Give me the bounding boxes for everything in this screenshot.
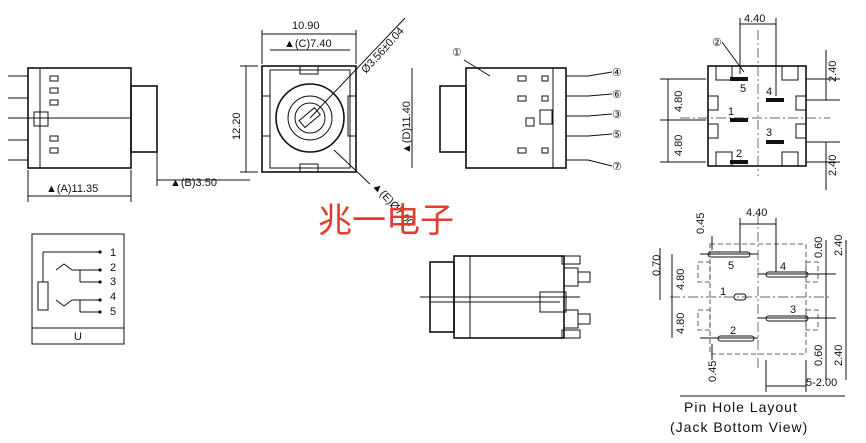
phl-dim-top: 4.40	[746, 207, 767, 219]
schematic: 1 2 3 4 5 U	[31, 233, 125, 345]
phl-dim-480-top: 4.80	[675, 269, 687, 290]
dim-c: ▲(C)7.40	[284, 38, 332, 50]
bv-pin-1: 1	[728, 106, 734, 118]
phl-dim-480-bottom: 4.80	[675, 313, 687, 334]
pin-callout-7: ⑦	[612, 161, 622, 173]
callout-1: ①	[452, 47, 462, 59]
bv-dim-left-bottom: 4.80	[673, 135, 685, 156]
schematic-pin-5: 5	[110, 306, 116, 318]
phl-dim-045-top: 0.45	[695, 213, 707, 234]
phl-pin-2: 2	[730, 325, 736, 337]
watermark-text: 兆一电子	[318, 202, 454, 240]
dim-a: ▲(A)11.35	[46, 183, 98, 195]
phl-dim-070: 0.70	[651, 255, 663, 276]
schematic-pin-4: 4	[110, 291, 116, 303]
pin-callout-4: ④	[612, 67, 622, 79]
bv-dim-right-top: 2.40	[827, 61, 839, 82]
phl-pin-1: 1	[720, 286, 726, 298]
phl-subtitle: (Jack Bottom View)	[670, 419, 808, 435]
dim-d: ▲(D)11.40	[401, 101, 413, 154]
callout-2: ②	[712, 37, 722, 49]
phl-dim-240-bottom: 2.40	[833, 345, 845, 366]
bv-pin-5: 5	[740, 83, 746, 95]
pin-callout-6: ⑥	[612, 89, 622, 101]
dim-width: 10.90	[292, 20, 320, 32]
schematic-pin-1: 1	[110, 247, 116, 259]
bv-pin-4: 4	[766, 86, 772, 98]
phl-dim-pitch: 5-2.00	[806, 377, 837, 389]
dim-height: 12.20	[231, 112, 243, 140]
bv-pin-3: 3	[766, 127, 772, 139]
front-view: 10.90 ▲(C)7.40 Ø3.56±0.04 12.20 ▲(E)Ø7.0…	[231, 17, 416, 229]
dim-hole: Ø3.56±0.04	[359, 25, 406, 76]
phl-pin-5: 5	[728, 260, 734, 272]
dim-b: ▲(B)3.50	[170, 177, 217, 189]
bottom-jack-view	[420, 255, 591, 339]
phl-title: Pin Hole Layout	[684, 399, 798, 415]
phl-dim-060-bottom: 0.60	[813, 345, 825, 366]
side-view: ▲(A)11.35 ▲(B)3.50	[8, 67, 250, 202]
bottom-pin-view: ② 4.40 2.40 2.40 4.80 4.80 5 4 1 3 2	[660, 13, 840, 190]
phl-dim-045-bottom: 0.45	[707, 361, 719, 382]
top-view: ① ▲(D)11.40 ④ ⑥ ③ ⑤ ⑦	[401, 47, 622, 173]
schematic-pin-3: 3	[110, 276, 116, 288]
bv-dim-left-top: 4.80	[673, 91, 685, 112]
bv-pin-2: 2	[736, 148, 742, 160]
phl-dim-060-top: 0.60	[813, 237, 825, 258]
phl-dim-240-top: 2.40	[833, 235, 845, 256]
schematic-label: U	[74, 331, 82, 343]
phl-pin-4: 4	[780, 261, 786, 273]
bv-dim-top: 4.40	[744, 13, 765, 25]
pin-callout-5: ⑤	[612, 129, 622, 141]
phl-pin-3: 3	[790, 304, 796, 316]
schematic-pin-2: 2	[110, 262, 116, 274]
pin-hole-layout: 4.40 0.45 0.70 4.80 4.80 0.45 0.60 2.40 …	[651, 207, 847, 435]
bv-dim-right-bottom: 2.40	[827, 155, 839, 176]
pin-callout-3: ③	[612, 109, 622, 121]
